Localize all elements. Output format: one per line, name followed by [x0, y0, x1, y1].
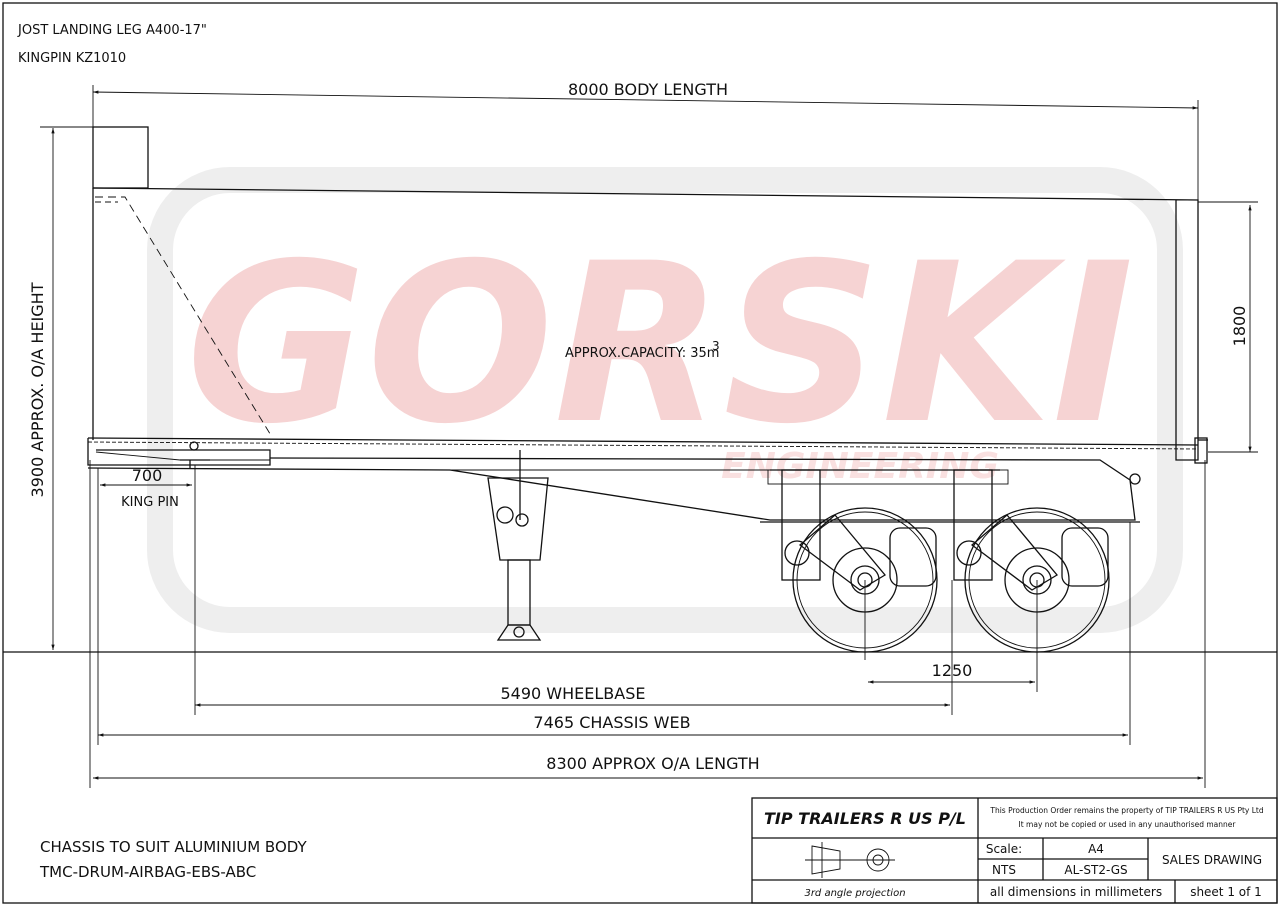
- tipper-body: [87, 126, 1208, 464]
- chassis-web-dim: 7465 CHASSIS WEB: [533, 713, 690, 732]
- dimension-lines: [40, 85, 1258, 788]
- capacity-label: APPROX.CAPACITY: 35m: [565, 346, 719, 361]
- third-angle-projection-icon: [805, 842, 895, 878]
- kingpin-note: KINGPIN KZ1010: [18, 51, 126, 66]
- oa-height-dim: 3900 APPROX. O/A HEIGHT: [28, 282, 47, 497]
- body-length-dim: 8000 BODY LENGTH: [568, 80, 728, 99]
- sheet-number: sheet 1 of 1: [1190, 885, 1262, 899]
- scale-value: NTS: [992, 863, 1016, 877]
- watermark-main: GORSKI: [186, 216, 1134, 472]
- gorski-watermark: GORSKI ENGINEERING: [147, 167, 1183, 633]
- company-name: TIP TRAILERS R US P/L: [764, 809, 966, 828]
- paper-size: A4: [1088, 842, 1104, 856]
- wheel-rear: [956, 507, 1110, 692]
- units-note: all dimensions in millimeters: [990, 885, 1162, 899]
- property-line-2: It may not be copied or used in any unau…: [1019, 820, 1237, 829]
- property-line-1: This Production Order remains the proper…: [989, 806, 1263, 815]
- body-height-dim: 1800: [1230, 306, 1249, 347]
- title-block: [751, 797, 1278, 904]
- capacity-superscript: 3: [712, 339, 720, 353]
- projection-label: 3rd angle projection: [804, 888, 905, 899]
- drawing-number: AL-ST2-GS: [1064, 863, 1127, 877]
- wheel-front: [784, 507, 938, 660]
- chassis-body-note: CHASSIS TO SUIT ALUMINIUM BODY: [40, 838, 307, 856]
- watermark-sub: ENGINEERING: [721, 446, 999, 487]
- axle-group: [781, 469, 1110, 692]
- kingpin-offset-dim: 700: [132, 466, 163, 485]
- drawing-type: SALES DRAWING: [1162, 853, 1262, 867]
- landing-leg: [487, 450, 549, 641]
- kingpin-label: KING PIN: [121, 495, 179, 510]
- axle-spread-dim: 1250: [932, 661, 973, 680]
- oa-length-dim: 8300 APPROX O/A LENGTH: [546, 754, 759, 773]
- spec-note: TMC-DRUM-AIRBAG-EBS-ABC: [39, 863, 256, 881]
- scale-label: Scale:: [986, 842, 1022, 856]
- landing-leg-note: JOST LANDING LEG A400-17": [17, 23, 207, 38]
- wheelbase-dim: 5490 WHEELBASE: [501, 684, 646, 703]
